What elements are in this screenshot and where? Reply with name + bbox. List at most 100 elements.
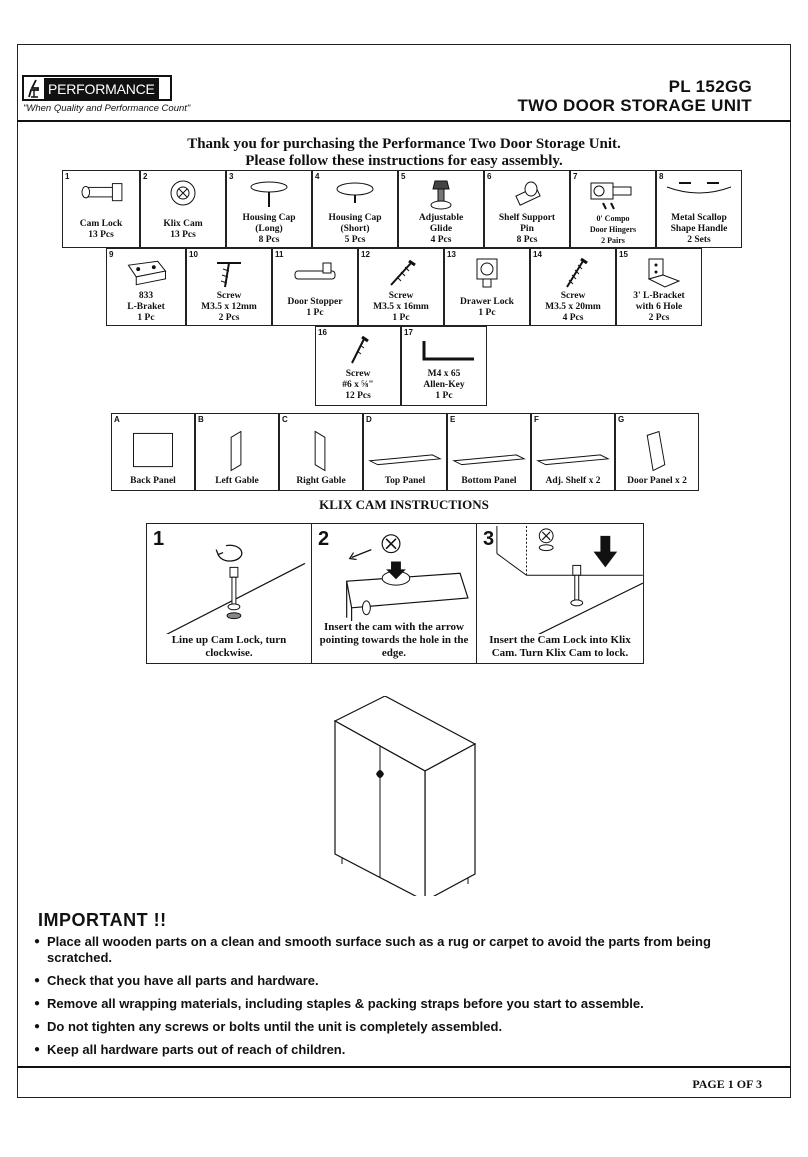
panel-illustration	[196, 430, 278, 472]
hardware-label-line: 12 Pcs	[345, 391, 371, 401]
brand-name: PERFORMANCE	[44, 78, 159, 100]
hardware-label-line: M4 x 65	[427, 369, 461, 379]
hardware-label-line: Door Stopper	[287, 297, 343, 307]
hardware-label-line: 4 Pcs	[430, 235, 452, 245]
hardware-label-line: Allen-Key	[423, 380, 465, 390]
hardware-label-line: 8 Pcs	[258, 235, 280, 245]
hardware-label-line: with 6 Hole	[635, 302, 683, 312]
step-number: 1	[153, 528, 165, 550]
panel-illustration	[532, 430, 614, 472]
hardware-illustration	[187, 255, 271, 291]
hardware-number: 2	[143, 172, 148, 181]
hardware-illustration	[273, 255, 357, 291]
hardware-label-line: 0' Compo	[596, 214, 630, 223]
hardware-label-line: 13 Pcs	[88, 230, 114, 240]
panel-label: Adj. Shelf x 2	[545, 476, 601, 486]
hardware-number: 13	[447, 250, 456, 259]
intro-line-2: Please follow these instructions for eas…	[245, 153, 563, 169]
hardware-number: 8	[659, 172, 664, 181]
panel-letter: F	[534, 415, 539, 424]
brand-logo: PERFORMANCE "When Quality and Performanc…	[22, 75, 190, 119]
hardware-label-line: 3' L-Bracket	[633, 291, 685, 301]
panel-illustration	[448, 430, 530, 472]
hardware-number: 4	[315, 172, 320, 181]
hardware-label-line: 1 Pc	[392, 313, 410, 323]
hardware-label-line: 2 Pairs	[601, 236, 625, 245]
panel-illustration	[112, 430, 194, 472]
intro-line-1: Thank you for purchasing the Performance…	[187, 136, 621, 152]
model-number: PL 152GG	[668, 77, 752, 96]
important-title: IMPORTANT !!	[38, 910, 167, 930]
important-item: Check that you have all parts and hardwa…	[34, 973, 774, 989]
hardware-label-line: 5 Pcs	[344, 235, 366, 245]
hardware-label-line: Door Hingers	[589, 225, 637, 234]
panel-label: Left Gable	[215, 476, 259, 486]
panel-letter: G	[618, 415, 625, 424]
document-header: PL 152GG TWO DOOR STORAGE UNIT	[517, 77, 752, 115]
hardware-illustration	[571, 177, 655, 213]
hardware-illustration	[107, 255, 185, 291]
hardware-number: 10	[189, 250, 198, 259]
hardware-label-line: L-Braket	[127, 302, 165, 312]
hardware-illustration	[531, 255, 615, 291]
hardware-label-line: 1 Pc	[478, 308, 496, 318]
hardware-illustration	[657, 177, 741, 213]
hardware-label-line: 4 Pcs	[562, 313, 584, 323]
page-number: PAGE 1 OF 3	[692, 1077, 762, 1091]
hardware-illustration	[617, 255, 701, 291]
hardware-illustration	[445, 255, 529, 291]
hardware-label-line: 2 Pcs	[648, 313, 670, 323]
hardware-label-line: Drawer Lock	[460, 297, 514, 307]
panel-item: B Left Gable	[195, 413, 279, 491]
hardware-illustration	[485, 177, 569, 213]
klix-step-3: 3 Insert the Cam Lock into Klix Cam. Tur…	[476, 523, 644, 664]
logo-box: PERFORMANCE	[22, 75, 172, 101]
klix-step-2: 2 Insert the cam with the arrow pointing…	[311, 523, 477, 664]
panel-letter: B	[198, 415, 204, 424]
hardware-label-line: 1 Pc	[306, 308, 324, 318]
step-text: Insert the cam with the arrow pointing t…	[314, 621, 474, 660]
hardware-label-line: 8 Pcs	[516, 235, 538, 245]
step-text: Line up Cam Lock, turn clockwise.	[149, 634, 309, 660]
hardware-label-line: Screw	[216, 291, 242, 301]
panel-illustration	[616, 430, 698, 472]
hardware-label-line: 13 Pcs	[170, 230, 196, 240]
hardware-label-line: M3.5 x 12mm	[201, 302, 257, 312]
hardware-number: 12	[361, 250, 370, 259]
important-item: Do not tighten any screws or bolts until…	[34, 1019, 774, 1035]
hardware-number: 15	[619, 250, 628, 259]
hardware-number: 17	[404, 328, 413, 337]
panel-letter: A	[114, 415, 120, 424]
hardware-label: Screw#6 x ⅝"12 Pcs	[316, 369, 400, 402]
important-item: Place all wooden parts on a clean and sm…	[34, 934, 774, 966]
header-divider	[17, 120, 791, 122]
important-item: Keep all hardware parts out of reach of …	[34, 1042, 774, 1058]
hardware-number: 6	[487, 172, 492, 181]
panel-letter: C	[282, 415, 288, 424]
hardware-illustration	[63, 177, 139, 213]
